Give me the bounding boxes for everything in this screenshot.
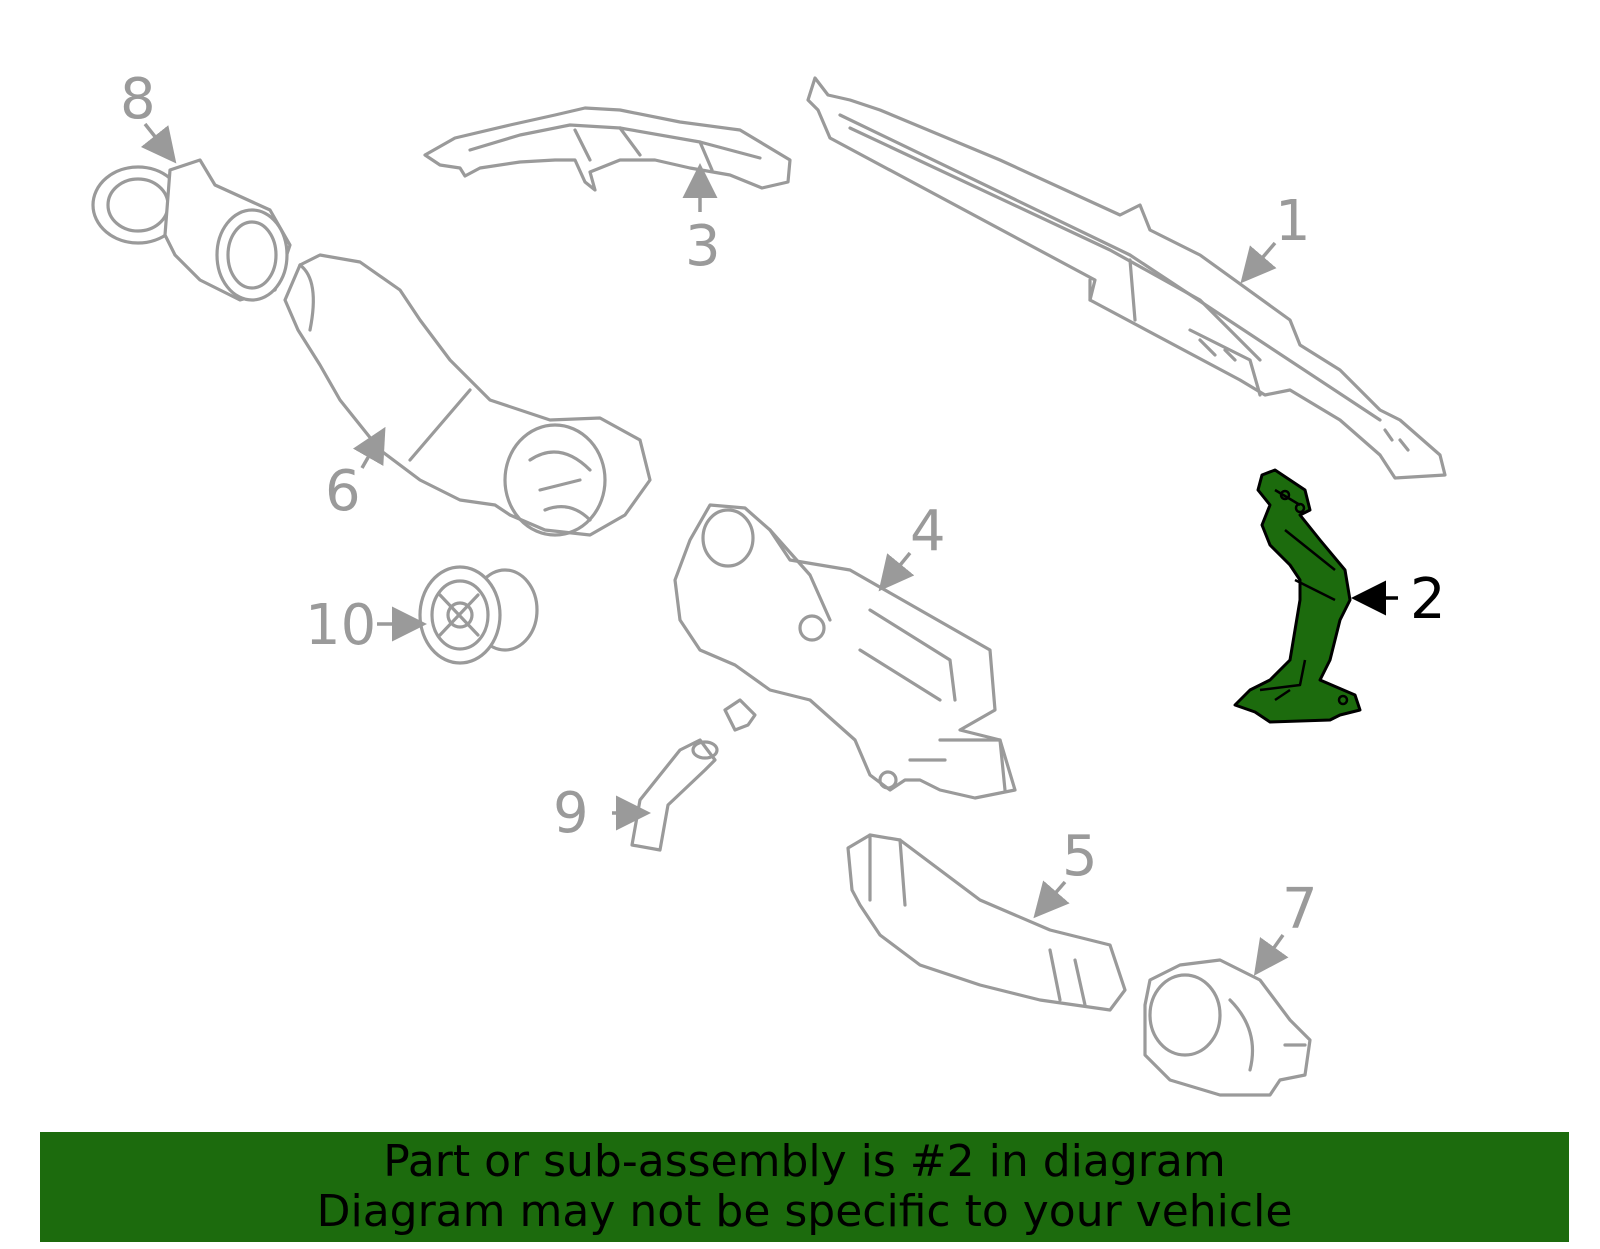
callout-2: 2 (1410, 567, 1446, 632)
callout-4: 4 (910, 499, 946, 564)
part-3-duct (423, 106, 792, 192)
part-7-vent (1143, 958, 1312, 1097)
part-6-duct (283, 253, 652, 537)
callout-3: 3 (685, 214, 721, 279)
callout-5: 5 (1062, 824, 1098, 889)
part-5-duct (846, 833, 1127, 1012)
part-9-hose (630, 698, 757, 852)
arrow-8 (140, 122, 177, 164)
arrow-7 (1253, 933, 1289, 976)
callout-1: 1 (1275, 189, 1311, 254)
callout-6: 6 (325, 459, 361, 524)
banner-line-1: Part or sub-assembly is #2 in diagram (383, 1136, 1226, 1187)
part-8-connector (91, 158, 292, 302)
part-4-housing (673, 503, 1017, 800)
callout-10: 10 (305, 593, 376, 658)
part-2-bracket-highlighted (1233, 468, 1362, 724)
part-1-duct (806, 76, 1447, 480)
arrow-5 (1033, 880, 1070, 919)
callout-8: 8 (120, 67, 156, 132)
arrow-4 (878, 551, 915, 592)
callout-9: 9 (553, 781, 589, 846)
info-banner: Part or sub-assembly is #2 in diagram Di… (40, 1132, 1569, 1242)
arrow-1 (1240, 241, 1277, 284)
callout-7: 7 (1282, 877, 1318, 942)
parts-diagram: 1 2 3 4 5 6 7 8 9 10 (91, 67, 1447, 1097)
arrow-6 (352, 426, 386, 469)
banner-line-2: Diagram may not be specific to your vehi… (316, 1186, 1293, 1237)
part-10-grille (418, 565, 539, 665)
